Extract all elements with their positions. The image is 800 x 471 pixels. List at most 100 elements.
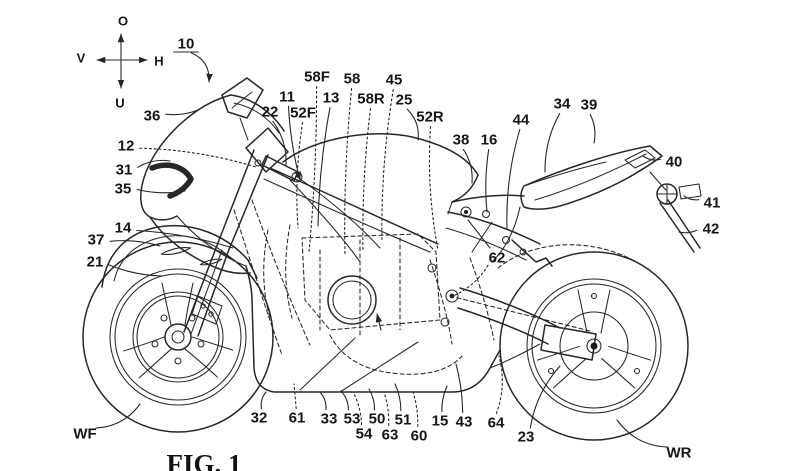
ref-label-41: 41	[704, 195, 721, 212]
axis-label-down: U	[115, 96, 124, 111]
motorcycle-drawing	[82, 77, 702, 441]
figure-caption: FIG. 1	[166, 449, 241, 471]
leader-64	[495, 355, 503, 415]
ref-label-51: 51	[395, 412, 412, 429]
frame-spar	[269, 167, 439, 245]
swingarm	[445, 287, 602, 361]
leader-32	[260, 391, 267, 410]
leader-45	[381, 88, 394, 243]
nose-fairing	[140, 94, 232, 221]
tail-light	[624, 149, 656, 169]
rear-wheel	[499, 251, 689, 441]
leader-38	[462, 148, 473, 184]
leader-62	[447, 264, 489, 299]
ref-label-12: 12	[118, 138, 135, 155]
leader-36	[165, 109, 199, 116]
ref-label-42: 42	[703, 221, 720, 238]
leader-41	[683, 195, 700, 201]
ref-label-61: 61	[289, 410, 306, 427]
triple-clamp	[245, 127, 289, 173]
leader-31	[137, 159, 171, 168]
front-fork	[183, 149, 269, 337]
axis-label-left: V	[77, 51, 86, 66]
ref-label-14: 14	[115, 220, 132, 237]
swingarm-pivot	[445, 289, 459, 303]
ref-label-23: 23	[518, 429, 535, 446]
leader-54	[352, 391, 363, 426]
leader-WR	[616, 419, 669, 448]
leader-51	[394, 383, 402, 412]
ref-label-52R: 52R	[416, 109, 444, 126]
leader-52F	[296, 121, 304, 229]
exhaust-hidden	[329, 334, 463, 375]
leader-14	[136, 229, 234, 249]
ref-label-11: 11	[279, 89, 295, 106]
front-rim	[114, 273, 242, 401]
leader-44	[506, 128, 521, 229]
leader-39	[589, 113, 596, 144]
ref-label-15: 15	[432, 413, 449, 430]
leader-22	[272, 120, 287, 166]
mirror	[221, 77, 264, 141]
ref-label-52F: 52F	[290, 105, 316, 122]
rear-rim	[531, 283, 657, 409]
ref-label-32: 32	[251, 410, 268, 427]
ref-label-63: 63	[382, 427, 399, 444]
ref-label-25: 25	[396, 92, 413, 109]
flow-arrow	[375, 313, 383, 331]
tail-cowl	[491, 145, 663, 263]
leader-37	[109, 240, 161, 247]
engine-cover	[327, 275, 377, 325]
leader-61	[293, 383, 297, 410]
radiator-hidden	[263, 229, 271, 319]
reflector	[678, 183, 702, 200]
upper-fairing	[140, 94, 285, 301]
drive-chain	[449, 295, 591, 332]
ref-label-22: 22	[262, 104, 279, 121]
ref-label-50: 50	[369, 411, 386, 428]
brake-caliper	[191, 295, 223, 325]
axis-label-up: O	[118, 14, 128, 29]
front-brake-disc	[132, 291, 224, 383]
license-bracket	[659, 199, 701, 253]
orientation-axes: O U V H	[77, 14, 164, 111]
axis-label-right: H	[154, 54, 163, 69]
rear-axle	[590, 342, 598, 350]
rear-light-assembly	[649, 171, 702, 253]
engine	[301, 233, 495, 375]
screen-edge-dark	[149, 162, 194, 199]
ref-label-62: 62	[489, 250, 506, 267]
passenger-seat-line	[523, 161, 607, 187]
axle-block	[540, 324, 597, 361]
front-tire	[82, 241, 274, 433]
leader-23	[529, 365, 561, 429]
shock-hidden	[429, 259, 453, 345]
fender-vent	[199, 258, 223, 266]
ref-label-35: 35	[115, 181, 132, 198]
ref-label-64: 64	[488, 415, 505, 432]
ref-label-WF: WF	[73, 426, 96, 443]
rear-spoke	[577, 289, 611, 334]
leader-34	[544, 112, 561, 173]
ref-label-58F: 58F	[304, 69, 330, 86]
rear-fender-hidden	[497, 244, 647, 269]
leader-60	[412, 391, 419, 428]
front-spoke	[184, 336, 234, 378]
leader-43	[455, 363, 464, 414]
leader-35	[136, 188, 186, 194]
ref-label-39: 39	[581, 97, 598, 114]
leader-42	[678, 229, 698, 234]
ref-label-21: 21	[87, 254, 104, 271]
ref-label-43: 43	[456, 414, 473, 431]
rear-spoke	[601, 345, 652, 389]
leader-53	[340, 390, 349, 411]
ref-label-13: 13	[323, 90, 340, 107]
subframe-brace	[467, 219, 493, 253]
ref-label-36: 36	[144, 108, 161, 125]
subframe	[445, 206, 553, 267]
leader-50	[368, 388, 376, 411]
leader-21	[108, 264, 163, 277]
